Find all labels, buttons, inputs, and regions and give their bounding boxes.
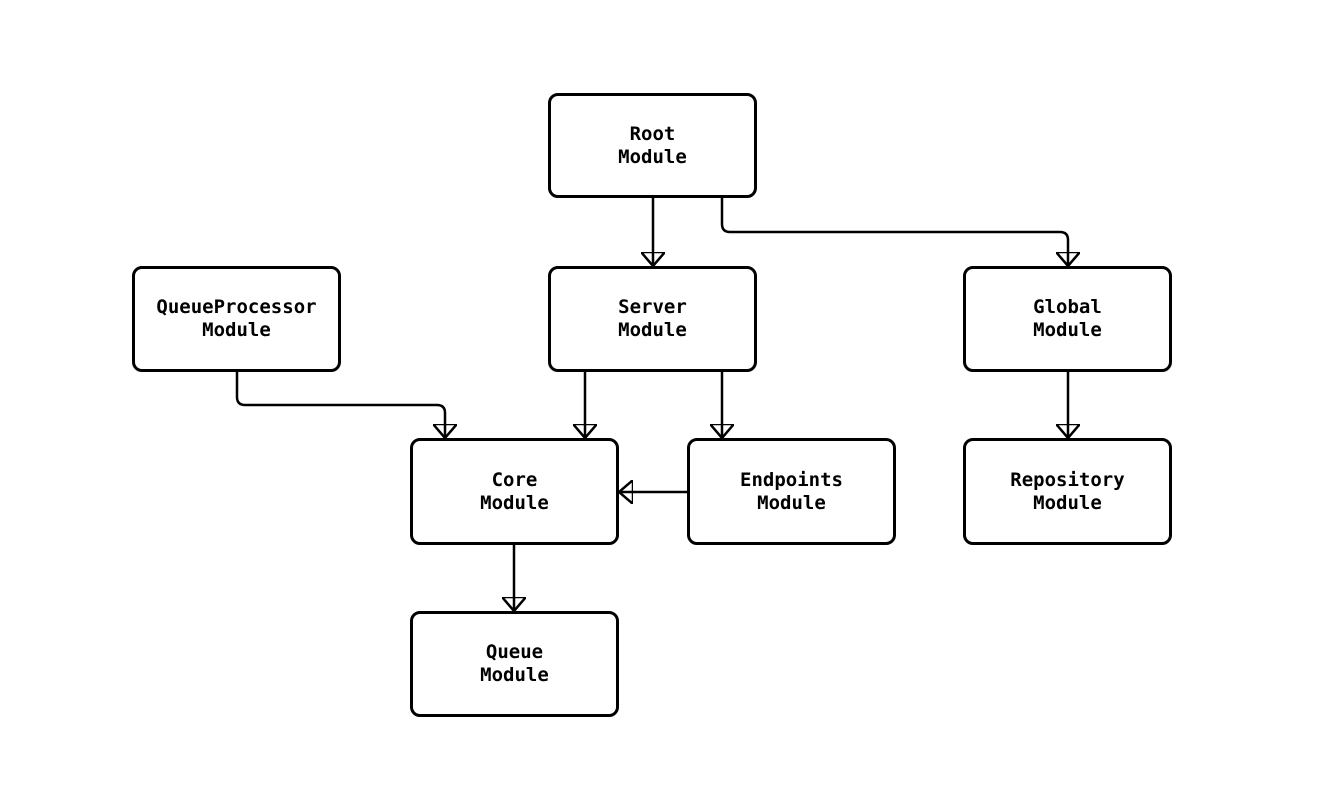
node-root-module-label: Root Module: [618, 122, 687, 168]
node-root-module: Root Module: [548, 93, 757, 198]
node-server-module: Server Module: [548, 266, 757, 372]
node-endpoints-module: Endpoints Module: [687, 438, 896, 545]
node-endpoints-module-label: Endpoints Module: [740, 468, 843, 514]
node-global-module-label: Global Module: [1033, 296, 1102, 341]
node-queue-module-label: Queue Module: [480, 641, 549, 686]
node-global-module: Global Module: [963, 266, 1172, 372]
node-queueprocessor-module-label: QueueProcessor Module: [156, 296, 317, 341]
edge-root-to-global: [720, 198, 1068, 266]
edge-queueprocessor-to-core: [235, 372, 445, 438]
node-server-module-label: Server Module: [618, 296, 687, 341]
node-queueprocessor-module: QueueProcessor Module: [132, 266, 341, 372]
node-core-module-label: Core Module: [480, 468, 549, 514]
node-core-module: Core Module: [410, 438, 619, 545]
node-repository-module: Repository Module: [963, 438, 1172, 545]
node-repository-module-label: Repository Module: [1010, 468, 1125, 514]
node-queue-module: Queue Module: [410, 611, 619, 717]
